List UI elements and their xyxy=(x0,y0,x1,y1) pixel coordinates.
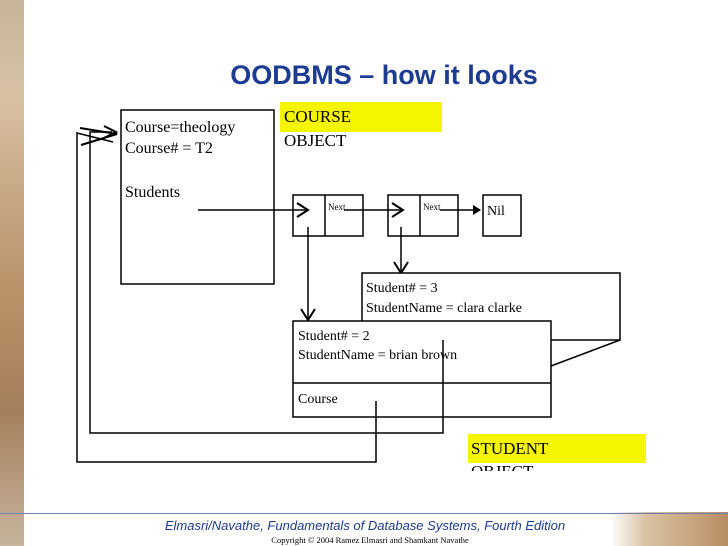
students-pointer-arrowhead xyxy=(296,202,310,218)
footer-copyright: Copyright © 2004 Ramez Elmasri and Shamk… xyxy=(271,535,469,545)
student2-name-text: StudentName = brian brown xyxy=(298,348,457,363)
course-students-text: Students xyxy=(125,184,180,201)
student3-back-pointer-link xyxy=(550,339,621,367)
decorative-bottom-strip xyxy=(610,512,728,546)
course-label-text: COURSE xyxy=(284,107,351,126)
list-node-2 xyxy=(387,194,459,237)
student3-number-text: Student# = 3 xyxy=(366,281,438,296)
list-node-nil-text: Nil xyxy=(487,204,505,219)
list-node-1 xyxy=(292,194,364,237)
student-label-object-text: OBJECT xyxy=(471,462,534,481)
course-label-object-text: OBJECT xyxy=(284,131,347,150)
student2-course-text: Course xyxy=(298,392,338,407)
student3-course-pointer xyxy=(89,131,444,434)
course-name-text: Course=theology xyxy=(125,119,235,136)
course-number-text: Course# = T2 xyxy=(125,140,213,157)
course-object-box xyxy=(120,109,275,285)
footer-divider xyxy=(0,513,728,514)
footer-book-title: Elmasri/Navathe, Fundamentals of Databas… xyxy=(164,518,566,533)
student3-name-text: StudentName = clara clarke xyxy=(366,301,522,316)
student2-number-text: Student# = 2 xyxy=(298,329,370,344)
student2-object-box xyxy=(292,320,552,418)
slide-title: OODBMS – how it looks xyxy=(230,60,538,90)
decorative-left-strip xyxy=(0,0,24,546)
node1-to-student2-arrowhead xyxy=(300,308,316,322)
student2-course-pointer xyxy=(76,132,377,463)
list-node-nil xyxy=(482,194,522,237)
student2-course-pointer-arrowhead xyxy=(79,127,118,146)
course-label-highlight xyxy=(280,102,442,132)
list-node-2-next-text: Next xyxy=(423,202,441,212)
next1-pointer-arrowhead xyxy=(391,202,405,218)
student-label-highlight xyxy=(468,434,646,463)
student-label-text: STUDENT xyxy=(471,439,549,458)
next2-pointer-arrowhead xyxy=(473,205,481,215)
list-node-1-next-text: Next xyxy=(328,202,346,212)
